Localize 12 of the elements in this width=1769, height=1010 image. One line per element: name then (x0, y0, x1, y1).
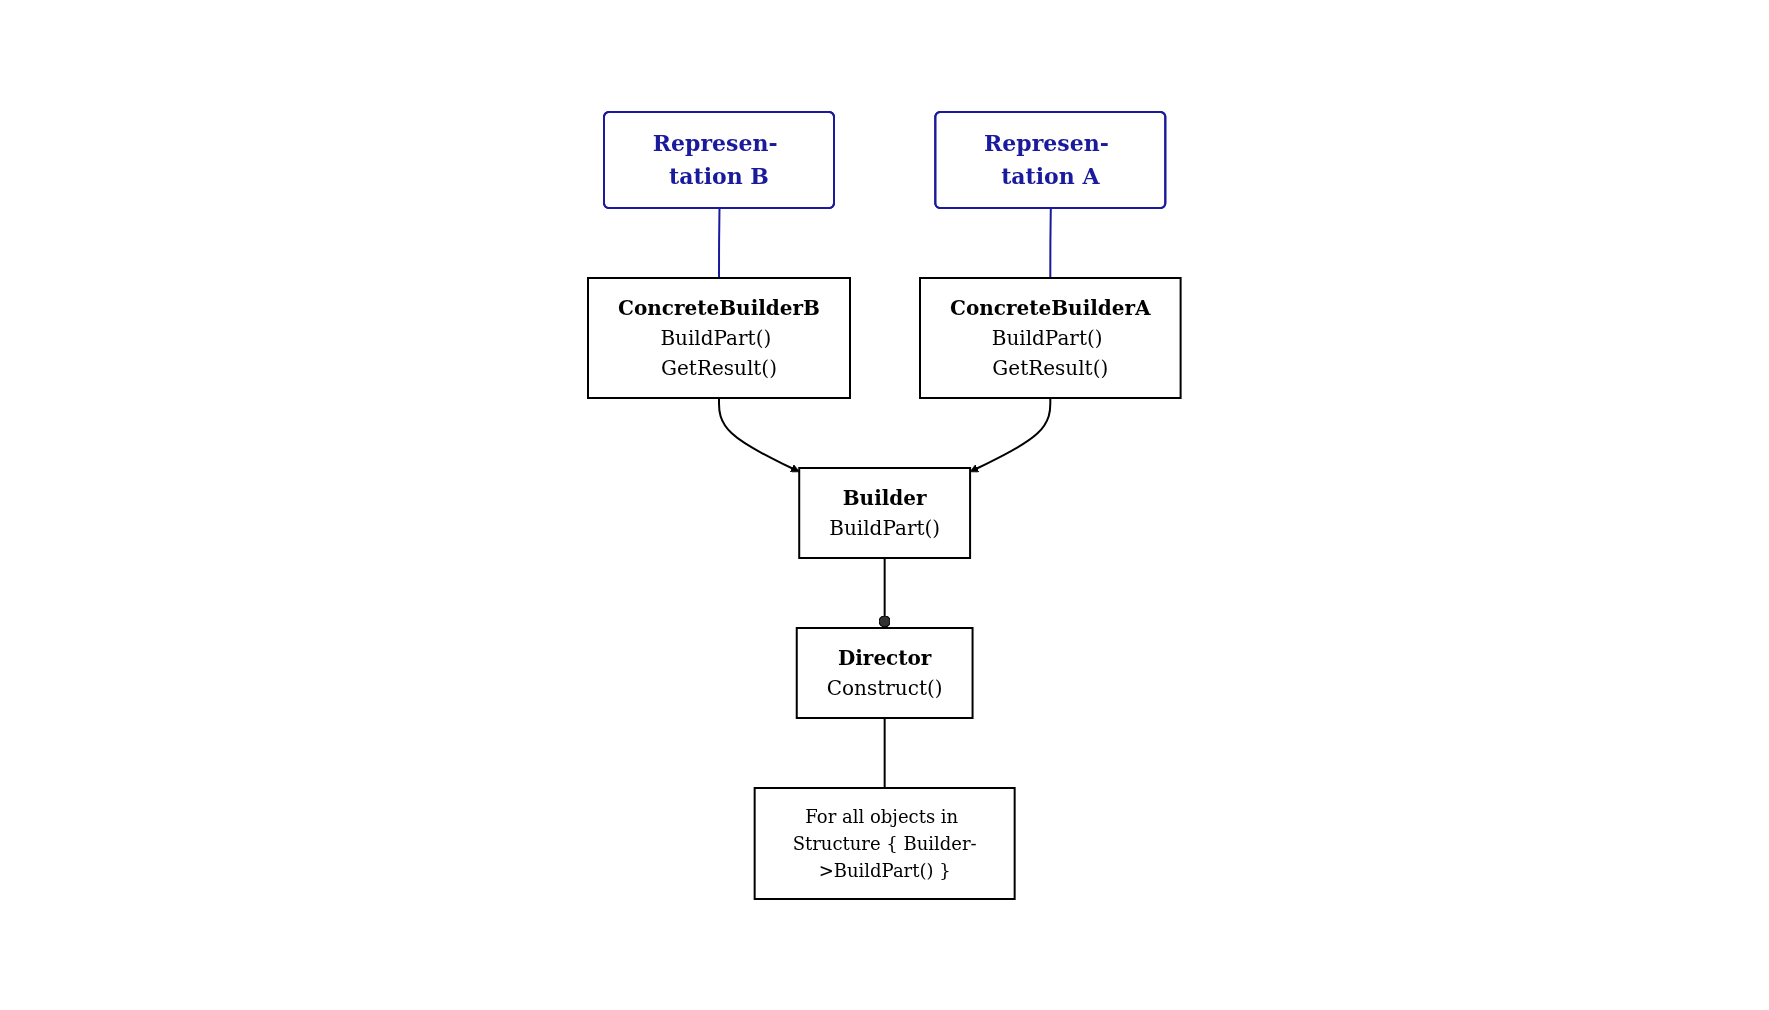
node-text: Represen- tation B (652, 129, 778, 189)
node-box: For all objects in Structure { Builder->BuildPart() } (753, 786, 1016, 900)
arrow (718, 396, 800, 472)
node-box: Director Construct() (795, 626, 974, 719)
node-box: Builder BuildPart() (798, 466, 972, 559)
node-box: ConcreteBuilderA BuildPart() GetResult() (919, 276, 1182, 399)
connector (878, 556, 891, 629)
arrow (969, 396, 1052, 472)
node-box: ConcreteBuilderB BuildPart() GetResult() (587, 276, 852, 399)
connector (718, 207, 721, 279)
connector (883, 716, 886, 789)
connector (1049, 207, 1052, 279)
